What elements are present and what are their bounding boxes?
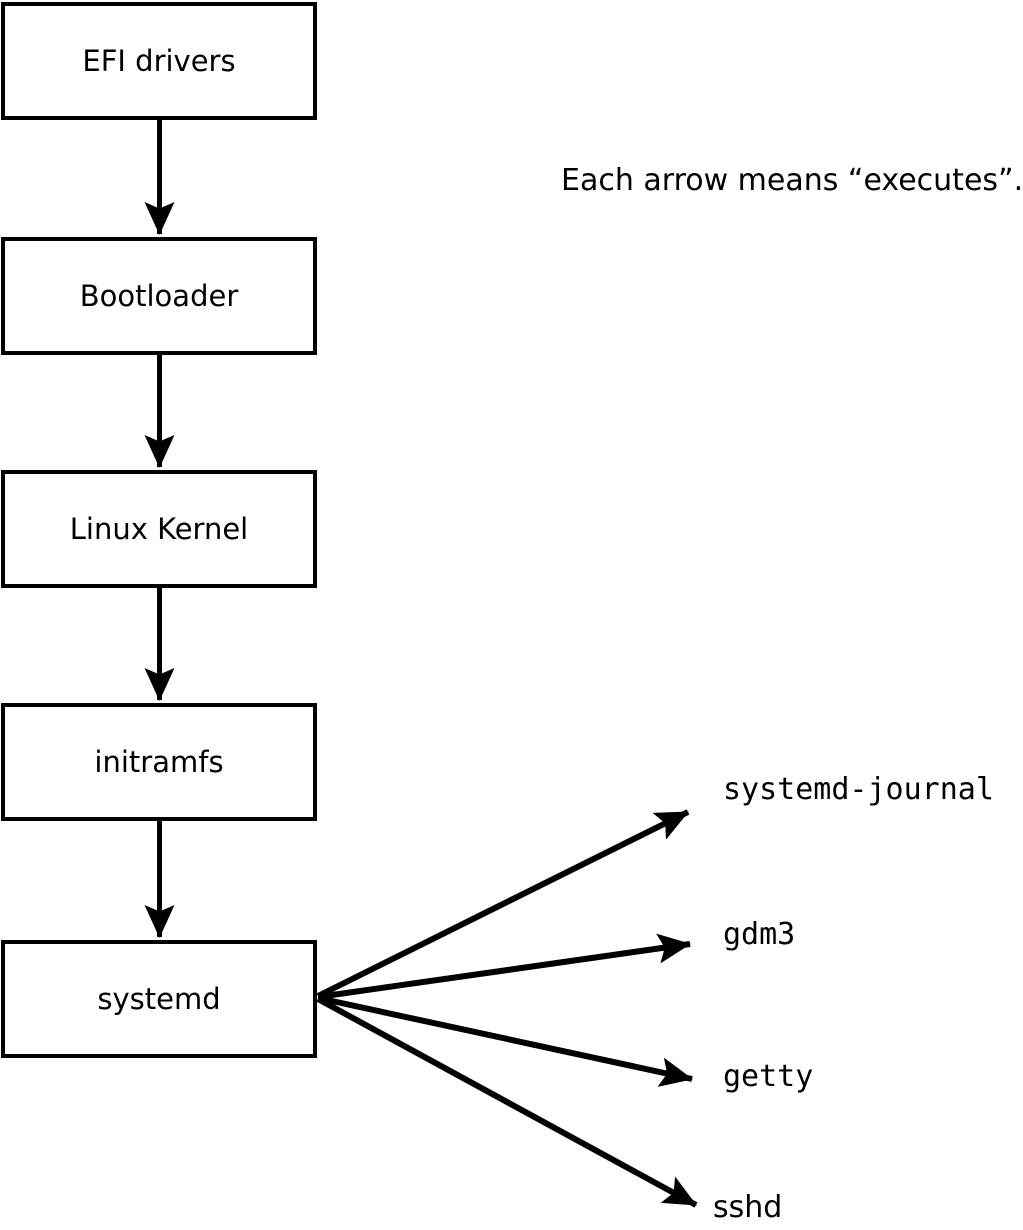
legend-caption: Each arrow means “executes”. — [561, 163, 1023, 198]
label-systemd-journal: systemd-journal — [723, 772, 994, 807]
node-initramfs-label: initramfs — [94, 744, 224, 779]
arrow-systemd-to-gdm3 — [317, 933, 691, 1000]
node-linux-kernel: Linux Kernel — [1, 470, 317, 588]
node-linux-kernel-label: Linux Kernel — [69, 511, 249, 546]
node-efi-drivers: EFI drivers — [1, 2, 317, 120]
node-bootloader: Bootloader — [1, 237, 317, 355]
label-gdm3: gdm3 — [723, 917, 796, 952]
node-bootloader-label: Bootloader — [79, 278, 239, 313]
arrow-systemd-to-journal — [316, 809, 690, 999]
node-initramfs: initramfs — [1, 703, 317, 821]
label-sshd: sshd — [713, 1190, 783, 1225]
label-getty: getty — [723, 1059, 814, 1094]
node-systemd: systemd — [1, 940, 317, 1058]
node-efi-drivers-label: EFI drivers — [82, 43, 236, 78]
arrow-systemd-to-getty — [317, 995, 693, 1087]
node-systemd-label: systemd — [97, 981, 221, 1016]
arrow-systemd-to-sshd — [316, 996, 698, 1208]
